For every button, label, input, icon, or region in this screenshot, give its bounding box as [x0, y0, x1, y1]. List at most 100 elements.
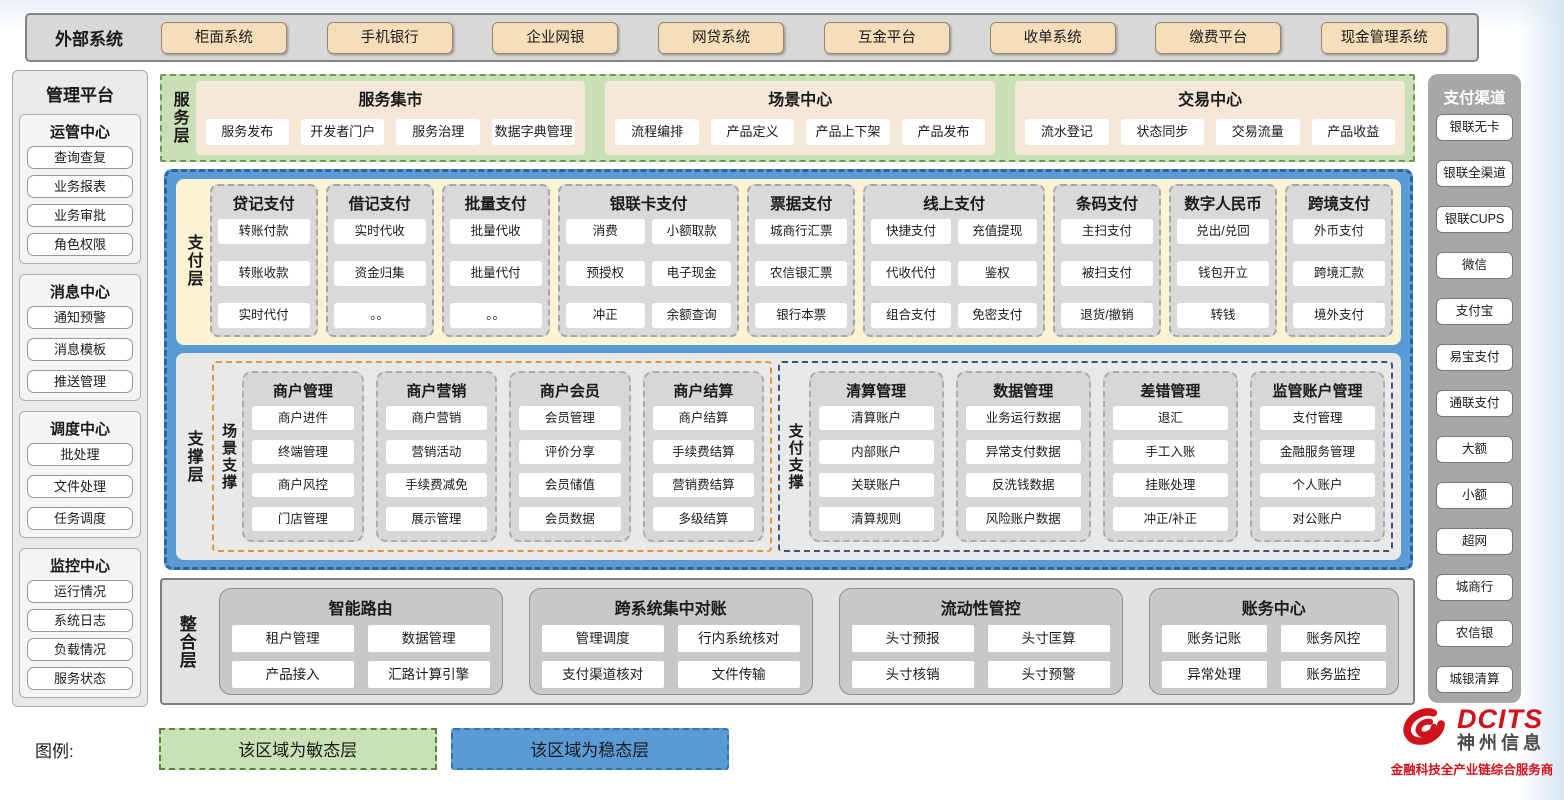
- external-system-button[interactable]: 收单系统: [989, 21, 1116, 54]
- service-button[interactable]: 产品定义: [710, 118, 795, 145]
- management-button[interactable]: 任务调度: [27, 507, 133, 530]
- payment-button[interactable]: 钱包开立: [1176, 261, 1269, 286]
- payment-support-button[interactable]: 异常支付数据: [965, 439, 1081, 464]
- payment-button[interactable]: 预授权: [565, 261, 645, 286]
- scene-support-button[interactable]: 商户营销: [385, 406, 488, 430]
- payment-support-button[interactable]: 金融服务管理: [1259, 439, 1376, 464]
- external-system-button[interactable]: 互金平台: [823, 21, 950, 54]
- service-button[interactable]: 状态同步: [1120, 118, 1205, 145]
- channel-button[interactable]: 银联无卡: [1436, 114, 1513, 141]
- payment-support-button[interactable]: 清算规则: [818, 506, 934, 531]
- payment-support-button[interactable]: 挂账处理: [1112, 473, 1228, 498]
- payment-button[interactable]: 银行本票: [755, 303, 848, 328]
- payment-button[interactable]: 跨境汇款: [1292, 261, 1385, 286]
- payment-button[interactable]: 农信银汇票: [755, 261, 848, 286]
- integration-button[interactable]: 头寸预报: [851, 625, 974, 652]
- channel-button[interactable]: 微信: [1436, 252, 1513, 279]
- external-system-button[interactable]: 企业网银: [492, 21, 619, 54]
- scene-support-button[interactable]: 终端管理: [252, 439, 354, 464]
- scene-support-button[interactable]: 会员储值: [519, 473, 621, 498]
- scene-support-button[interactable]: 商户风控: [252, 473, 354, 498]
- payment-button[interactable]: 城商行汇票: [755, 219, 848, 244]
- integration-button[interactable]: 账务风控: [1280, 625, 1386, 652]
- payment-button[interactable]: 转账收款: [217, 261, 310, 286]
- payment-button[interactable]: 转账付款: [217, 219, 310, 244]
- integration-button[interactable]: 账务记账: [1161, 625, 1267, 652]
- payment-support-button[interactable]: 清算账户: [818, 406, 934, 430]
- channel-button[interactable]: 通联支付: [1436, 390, 1513, 417]
- scene-support-button[interactable]: 商户结算: [652, 406, 755, 430]
- scene-support-button[interactable]: 评价分享: [519, 439, 621, 464]
- payment-button[interactable]: 被扫支付: [1060, 261, 1153, 286]
- management-button[interactable]: 运行情况: [27, 580, 133, 603]
- scene-support-button[interactable]: 会员数据: [519, 506, 621, 531]
- channel-button[interactable]: 城商行: [1436, 574, 1513, 601]
- channel-button[interactable]: 银联CUPS: [1436, 206, 1513, 233]
- external-system-button[interactable]: 现金管理系统: [1321, 21, 1448, 54]
- payment-button[interactable]: 冲正: [565, 303, 645, 328]
- service-button[interactable]: 产品收益: [1311, 118, 1395, 145]
- external-system-button[interactable]: 网贷系统: [658, 21, 785, 54]
- payment-support-button[interactable]: 业务运行数据: [965, 406, 1081, 430]
- payment-button[interactable]: 电子现金: [651, 261, 732, 286]
- external-system-button[interactable]: 柜面系统: [160, 21, 287, 54]
- scene-support-button[interactable]: 展示管理: [385, 506, 488, 531]
- scene-support-button[interactable]: 手续费结算: [652, 439, 755, 464]
- payment-support-button[interactable]: 对公账户: [1259, 506, 1376, 531]
- channel-button[interactable]: 小额: [1436, 482, 1513, 509]
- payment-button[interactable]: 批量代付: [449, 261, 542, 286]
- integration-button[interactable]: 异常处理: [1161, 661, 1267, 688]
- integration-button[interactable]: 头寸核销: [851, 661, 974, 688]
- scene-support-button[interactable]: 会员管理: [519, 406, 621, 430]
- management-button[interactable]: 推送管理: [27, 370, 133, 393]
- service-button[interactable]: 服务发布: [205, 118, 290, 145]
- service-button[interactable]: 产品发布: [901, 118, 986, 145]
- integration-button[interactable]: 租户管理: [231, 625, 354, 652]
- management-button[interactable]: 批处理: [27, 443, 133, 466]
- channel-button[interactable]: 银联全渠道: [1436, 160, 1513, 187]
- payment-button[interactable]: 境外支付: [1292, 303, 1385, 328]
- payment-button[interactable]: 充值提现: [957, 219, 1037, 244]
- integration-button[interactable]: 头寸预警: [987, 661, 1110, 688]
- payment-button[interactable]: 小额取款: [651, 219, 732, 244]
- management-button[interactable]: 文件处理: [27, 475, 133, 498]
- payment-button[interactable]: 代收代付: [871, 261, 951, 286]
- channel-button[interactable]: 大额: [1436, 436, 1513, 463]
- payment-support-button[interactable]: 个人账户: [1259, 473, 1376, 498]
- service-button[interactable]: 流程编排: [615, 118, 699, 145]
- management-button[interactable]: 通知预警: [27, 306, 133, 329]
- management-button[interactable]: 查询查复: [27, 146, 133, 169]
- integration-button[interactable]: 文件传输: [677, 661, 800, 688]
- channel-button[interactable]: 城银清算: [1436, 666, 1513, 693]
- management-button[interactable]: 服务状态: [27, 667, 133, 690]
- management-button[interactable]: 系统日志: [27, 609, 133, 632]
- payment-button[interactable]: 退货/撤销: [1060, 303, 1153, 328]
- scene-support-button[interactable]: 门店管理: [252, 506, 354, 531]
- channel-button[interactable]: 支付宝: [1436, 298, 1513, 325]
- service-button[interactable]: 流水登记: [1025, 118, 1109, 145]
- management-button[interactable]: 业务审批: [27, 204, 133, 227]
- payment-button[interactable]: 批量代收: [449, 219, 542, 244]
- integration-button[interactable]: 产品接入: [231, 661, 354, 688]
- payment-support-button[interactable]: 关联账户: [818, 473, 934, 498]
- service-button[interactable]: 交易流量: [1216, 118, 1300, 145]
- payment-support-button[interactable]: 支付管理: [1259, 406, 1376, 430]
- payment-support-button[interactable]: 反洗钱数据: [965, 473, 1081, 498]
- payment-support-button[interactable]: 冲正/补正: [1112, 506, 1228, 531]
- payment-button[interactable]: 实时代收: [333, 219, 426, 244]
- payment-button[interactable]: 组合支付: [871, 303, 951, 328]
- payment-support-button[interactable]: 风险账户数据: [965, 506, 1081, 531]
- integration-button[interactable]: 头寸匡算: [987, 625, 1110, 652]
- payment-support-button[interactable]: 手工入账: [1112, 439, 1228, 464]
- scene-support-button[interactable]: 营销费结算: [652, 473, 755, 498]
- scene-support-button[interactable]: 营销活动: [385, 439, 488, 464]
- payment-support-button[interactable]: 退汇: [1112, 406, 1228, 430]
- management-button[interactable]: 消息模板: [27, 338, 133, 361]
- management-button[interactable]: 角色权限: [27, 233, 133, 256]
- payment-button[interactable]: 主扫支付: [1060, 219, 1153, 244]
- payment-button[interactable]: 实时代付: [217, 303, 310, 328]
- scene-support-button[interactable]: 商户进件: [252, 406, 354, 430]
- management-button[interactable]: 业务报表: [27, 175, 133, 198]
- integration-button[interactable]: 管理调度: [541, 625, 664, 652]
- channel-button[interactable]: 超网: [1436, 528, 1513, 555]
